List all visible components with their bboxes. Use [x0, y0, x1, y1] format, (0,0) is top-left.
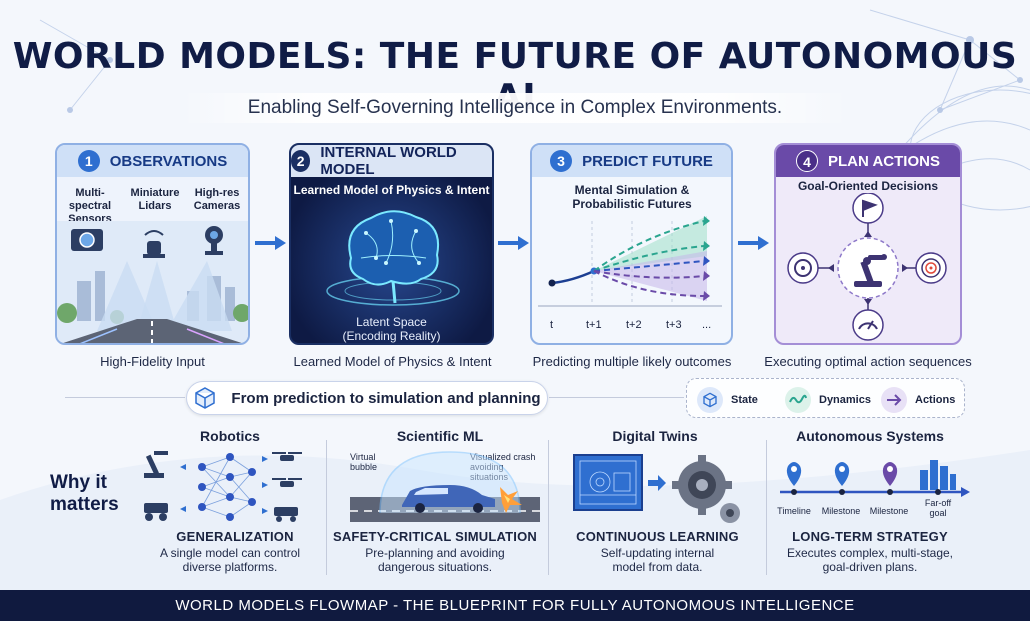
step-title: OBSERVATIONS [109, 152, 228, 170]
step-world-model-card: 2 INTERNAL WORLD MODEL Learned Model of … [289, 143, 494, 345]
timeline-label: Milestone [821, 506, 861, 516]
flow-arrow-icon [255, 236, 286, 250]
map-pin-icon [786, 462, 802, 486]
drone-icon [272, 452, 302, 461]
timeline-illustration [780, 460, 970, 497]
tick-label: ... [702, 319, 712, 331]
tick-label: t+1 [586, 319, 602, 331]
legend-state: State [697, 387, 758, 413]
legend-label: Actions [915, 394, 956, 406]
step-title: PREDICT FUTURE [582, 152, 713, 170]
latent-space-sublabel: (Encoding Reality) [342, 329, 441, 343]
map-pin-icon [882, 462, 898, 486]
step-title: INTERNAL WORLD MODEL [320, 144, 457, 178]
car-icon [402, 485, 495, 513]
step-subtitle: Mental Simulation & Probabilistic Future… [572, 183, 692, 211]
brain-icon [326, 210, 460, 306]
page-subtitle: Enabling Self-Governing Intelligence in … [180, 93, 850, 123]
step-predict-card: 3 PREDICT FUTURE Mental Simulation & Pro… [530, 143, 733, 345]
sensor-label-lidar: Miniature Lidars [130, 187, 180, 212]
footer-banner: WORLD MODELS FLOWMAP - THE BLUEPRINT FOR… [0, 590, 1030, 621]
virtual-bubble-label: Virtual bubble [350, 452, 378, 472]
step-header: 4 PLAN ACTIONS [776, 145, 960, 177]
wave-icon [785, 387, 811, 413]
map-pin-icon [834, 462, 850, 486]
rover-icon [144, 503, 168, 521]
step-observations-card: 1 OBSERVATIONS Multi-spectral Sensors Mi… [55, 143, 250, 345]
tick-label: t+3 [666, 319, 682, 331]
section-desc: Pre-planning and avoiding dangerous situ… [365, 546, 505, 574]
section-desc: Executes complex, multi-stage, goal-driv… [786, 546, 954, 574]
section-head: GENERALIZATION [176, 529, 294, 544]
sensor-label-camera: High-res Cameras [193, 187, 241, 212]
section-desc: Self-updating internal model from data. [600, 546, 715, 574]
tick-label: t [550, 319, 554, 331]
digital-twin-illustration [573, 454, 740, 523]
step-caption: Predicting multiple likely outcomes [532, 354, 732, 369]
drone-icon [272, 478, 302, 487]
step-number: 3 [550, 150, 573, 172]
car-bubble-illustration [350, 451, 540, 522]
cube-icon [195, 387, 216, 409]
cube-icon [697, 387, 723, 413]
robotics-network-illustration [144, 451, 302, 522]
speedometer-icon [852, 309, 884, 341]
robot-arm-icon [144, 451, 168, 478]
planning-diagram [787, 193, 947, 341]
divider [766, 440, 767, 575]
blueprint-icon [573, 454, 643, 511]
future-prediction-plot [538, 216, 722, 307]
timeline-label: Milestone [869, 506, 909, 516]
step-number: 4 [796, 150, 819, 172]
city-skyline-icon [920, 460, 956, 490]
why-it-matters-label: Why it matters [50, 472, 119, 515]
robot-arm-icon [854, 254, 887, 287]
section-head: SAFETY-CRITICAL SIMULATION [332, 529, 538, 544]
legend-label: State [731, 394, 758, 406]
flow-arrow-icon [498, 236, 529, 250]
step-number: 2 [291, 150, 311, 172]
ground-robot-icon [274, 507, 298, 522]
flow-summary-text: From prediction to simulation and planni… [231, 389, 541, 407]
road-scene-illustration [57, 221, 248, 343]
section-head: LONG-TERM STRATEGY [792, 529, 948, 544]
legend: State Dynamics Actions [686, 378, 965, 418]
legend-label: Dynamics [819, 394, 871, 406]
step-caption: Learned Model of Physics & Intent [293, 354, 492, 369]
timeline-label: Timeline [777, 506, 811, 516]
latent-space-label: Latent Space [356, 315, 427, 329]
step-subtitle: Learned Model of Physics & Intent [293, 183, 490, 197]
section-title: Digital Twins [612, 428, 698, 444]
step-subtitle: Goal-Oriented Decisions [797, 179, 939, 193]
divider [326, 440, 327, 575]
flow-arrow-icon [738, 236, 769, 250]
step-number: 1 [77, 150, 100, 172]
arrow-right-icon [881, 387, 907, 413]
divider [549, 397, 684, 398]
section-title: Autonomous Systems [796, 428, 944, 444]
flow-summary-pill: From prediction to simulation and planni… [186, 381, 548, 415]
hires-camera-icon [205, 226, 223, 255]
section-desc: A single model can control diverse platf… [159, 546, 301, 574]
step-caption: High-Fidelity Input [100, 354, 205, 369]
step-header: 1 OBSERVATIONS [57, 145, 248, 177]
divider [65, 397, 185, 398]
step-caption: Executing optimal action sequences [764, 354, 972, 369]
legend-dynamics: Dynamics [785, 387, 871, 413]
divider [548, 440, 549, 575]
section-head: CONTINUOUS LEARNING [576, 529, 739, 544]
step-title: PLAN ACTIONS [828, 152, 940, 170]
gears-icon [672, 455, 740, 523]
crash-spark-icon [500, 487, 522, 513]
step-header: 3 PREDICT FUTURE [532, 145, 731, 177]
section-title: Robotics [200, 428, 260, 444]
lidar-icon [143, 230, 165, 258]
timeline-label: Far-off goal [924, 498, 952, 518]
step-header: 2 INTERNAL WORLD MODEL [291, 144, 492, 178]
section-title: Scientific ML [396, 428, 484, 444]
tick-label: t+2 [626, 319, 642, 331]
step-plan-card: 4 PLAN ACTIONS Goal-Oriented Decisions [774, 143, 962, 345]
camera-icon [71, 229, 103, 251]
legend-actions: Actions [881, 387, 955, 413]
